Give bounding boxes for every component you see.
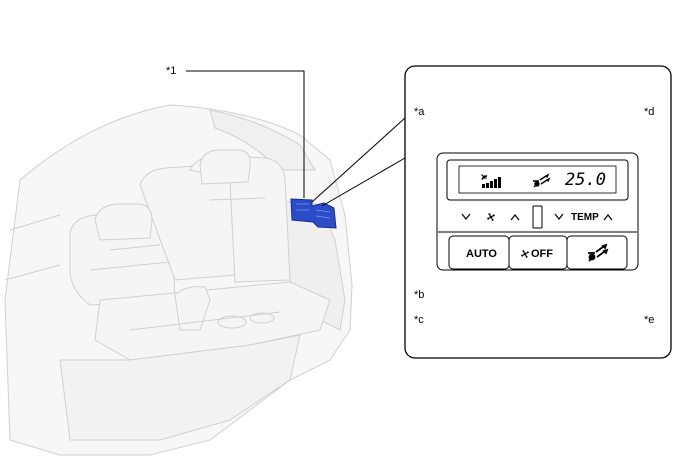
panel-outer xyxy=(436,152,639,271)
unit-body xyxy=(290,198,337,229)
vehicle-interior xyxy=(4,104,353,456)
cup-holder-2 xyxy=(249,312,275,324)
armrest xyxy=(174,286,211,331)
door-edge xyxy=(4,214,61,281)
floor-area xyxy=(59,334,301,441)
lcd-screen xyxy=(458,165,617,194)
fan-up-chevron-icon[interactable] xyxy=(510,214,520,221)
callout-label-c: *c xyxy=(414,314,424,326)
callout-label-a: *a xyxy=(414,106,425,118)
rear-window xyxy=(209,109,316,171)
callout-label-b: *b xyxy=(414,289,425,301)
callout-frame xyxy=(404,65,672,359)
fan-icon xyxy=(487,213,495,221)
rear-ac-control-unit xyxy=(290,198,337,229)
control-panel xyxy=(436,152,639,271)
pointer-lower xyxy=(321,157,406,207)
fan-down-chevron-icon[interactable] xyxy=(461,213,471,220)
callout-label-1: *1 xyxy=(166,65,177,77)
airflow-mode-icon xyxy=(533,173,551,188)
pointer-upper xyxy=(311,117,406,203)
fan-off-fan-icon xyxy=(521,250,529,258)
temp-down-chevron-icon[interactable] xyxy=(554,213,564,220)
temp-label: TEMP xyxy=(571,212,599,223)
seat-seams xyxy=(89,197,281,331)
unit-face-lines xyxy=(296,203,331,219)
callout-label-e: *e xyxy=(644,314,655,326)
leader-1 xyxy=(186,70,305,198)
fan-icon-lcd xyxy=(481,174,487,180)
headrest-center xyxy=(199,149,251,185)
lcd-bezel xyxy=(446,159,629,201)
lcd-temperature: 25.0 xyxy=(565,170,606,190)
seat-back-right xyxy=(189,154,291,283)
upper-button-glyphs xyxy=(461,213,613,221)
airflow-button-frame[interactable] xyxy=(566,235,628,270)
auto-button-label[interactable]: AUTO xyxy=(466,248,497,260)
fan-off-button-label[interactable]: OFF xyxy=(531,248,553,260)
center-slot xyxy=(532,205,543,229)
airflow-button-icon[interactable] xyxy=(588,243,609,262)
headrest-left xyxy=(94,203,153,241)
callout-label-d: *d xyxy=(644,106,655,118)
temp-up-chevron-icon[interactable] xyxy=(603,214,613,221)
